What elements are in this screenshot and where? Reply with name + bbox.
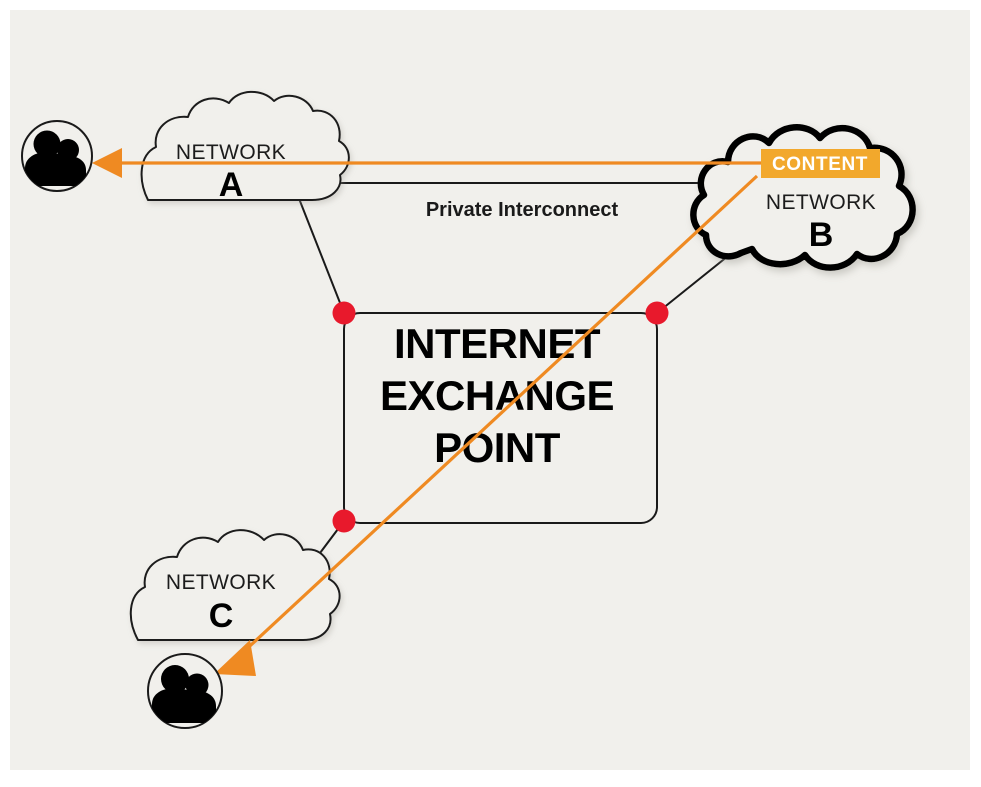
private-interconnect-label: Private Interconnect bbox=[426, 199, 619, 221]
internet-exchange-point-box bbox=[343, 312, 658, 524]
network-b-label: NETWORK bbox=[766, 191, 876, 214]
content-badge-label: CONTENT bbox=[772, 154, 868, 175]
ixp-title-line-1: INTERNET bbox=[394, 320, 601, 367]
peering-node-dot-b[interactable] bbox=[645, 301, 669, 325]
ixp-title-line-2: EXCHANGE bbox=[380, 372, 614, 419]
content-flow-to-bottom-users bbox=[214, 174, 759, 676]
peering-node-dot-c[interactable] bbox=[332, 509, 356, 533]
network-c-cloud[interactable]: NETWORK C bbox=[129, 529, 341, 641]
users-endpoint-bottom[interactable] bbox=[147, 653, 223, 729]
network-c-label: NETWORK bbox=[166, 571, 276, 594]
users-icon bbox=[25, 130, 86, 186]
arrow-down-left-icon bbox=[214, 640, 256, 676]
arrow-left-icon bbox=[92, 148, 122, 178]
network-a-label: NETWORK bbox=[176, 141, 286, 164]
peering-nodes-group bbox=[332, 301, 669, 533]
link-network-b-to-ixp bbox=[656, 251, 734, 314]
content-badge-rect bbox=[761, 149, 880, 178]
users-icon bbox=[152, 665, 216, 723]
network-a-cloud[interactable]: NETWORK A bbox=[140, 90, 350, 204]
network-a-letter: A bbox=[219, 166, 244, 204]
network-c-letter: C bbox=[209, 597, 234, 635]
ixp-box-outline bbox=[343, 312, 658, 524]
flow-line-diagonal bbox=[236, 174, 759, 659]
peering-node-dot-a[interactable] bbox=[332, 301, 356, 325]
network-a-cloud-shape bbox=[140, 90, 350, 201]
ixp-title-group: INTERNET EXCHANGE POINT bbox=[380, 320, 615, 471]
users-endpoint-top[interactable] bbox=[21, 120, 93, 192]
content-badge[interactable]: CONTENT bbox=[761, 149, 880, 178]
link-network-a-to-ixp bbox=[297, 195, 345, 314]
content-flow-to-top-users bbox=[92, 148, 762, 178]
network-b-letter: B bbox=[809, 216, 834, 254]
ixp-title-line-3: POINT bbox=[434, 424, 561, 471]
network-b-cloud[interactable]: NETWORK B bbox=[690, 124, 916, 271]
